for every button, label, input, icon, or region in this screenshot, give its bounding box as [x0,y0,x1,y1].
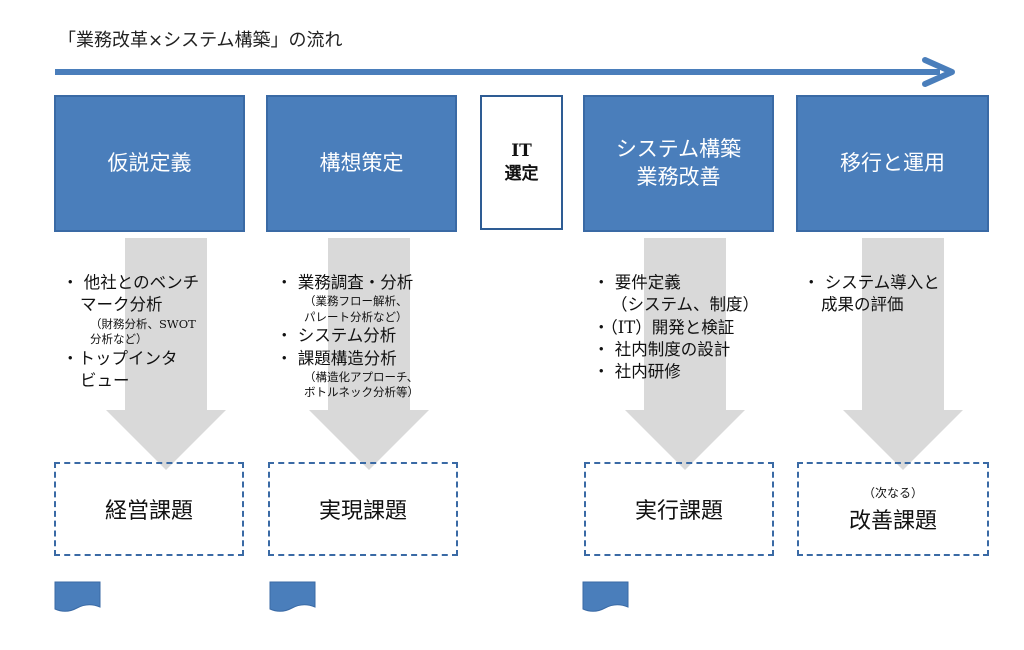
bullet-item: ・ システム分析 [276,326,397,346]
document-icon-3 [582,581,629,612]
issue-prefix: （次なる） [862,485,923,500]
issue-label: 経営課題 [104,499,193,524]
bullet-note: （構造化アプローチ、 [304,369,419,384]
issue-box-improvement: （次なる） 改善課題 [797,462,989,556]
phase-concept-planning: 構想策定 [266,95,457,232]
bullet-continuation: 成果の評価 [821,295,904,315]
bullet-note: ボトルネック分析等） [304,385,419,400]
bullet-note: 分析など） [90,332,148,347]
main-flow-arrow [55,57,955,87]
issue-label: 実行課題 [634,499,723,524]
bullet-item: ・トップインタ [62,348,178,368]
bullet-item: ・ 社内研修 [593,362,681,382]
phase-it-selection: IT 選定 [480,95,563,230]
bullet-note: （財務分析、SWOT [90,316,196,331]
phase-label: 移行と運用 [840,150,945,175]
document-icon-2 [269,581,316,612]
bullet-note: （業務フロー解析、 [304,294,408,309]
bullet-item: ・ 他社とのベンチ [62,273,200,292]
down-arrow-4 [843,238,963,470]
phase-hypothesis-definition: 仮説定義 [54,95,245,232]
issue-box-realization: 実現課題 [268,462,458,556]
bullet-item: ・ 業務調査・分析 [276,273,414,292]
bullet-note: パレート分析など） [304,309,408,324]
phase-label: 構想策定 [319,150,404,175]
phase-system-build: システム構築 業務改善 [583,95,774,232]
bullet-item: ・ 課題構造分析 [276,348,397,368]
issue-box-management: 経営課題 [54,462,244,556]
bullets-column-2: ・ 業務調査・分析 （業務フロー解析、 パレート分析など） ・ システム分析 ・… [276,272,419,401]
down-arrow-2 [309,238,429,470]
down-arrow-3 [625,238,745,470]
bullets-column-1: ・ 他社とのベンチ マーク分析 （財務分析、SWOT 分析など） ・トップインタ… [62,272,199,392]
document-icon-1 [54,581,101,612]
issue-box-execution: 実行課題 [584,462,774,556]
bullet-continuation: （システム、制度） [611,295,760,315]
phase-migration-operation: 移行と運用 [796,95,989,232]
phase-label-line-1: システム構築 [615,137,742,162]
diagram-title: 「業務改革×システム構築」の流れ [58,30,343,51]
phase-label: 仮説定義 [107,150,192,175]
phase-label-line-1: IT [511,140,532,161]
issue-label: 改善課題 [848,508,937,534]
phase-label-line-2: 選定 [504,163,539,184]
phase-label-line-2: 業務改善 [636,164,721,189]
bullets-column-4: ・ システム導入と 成果の評価 [803,272,940,317]
down-arrow-1 [106,238,226,470]
bullet-item: ・ 社内制度の設計 [593,339,731,359]
issue-label: 実現課題 [318,499,407,524]
bullet-continuation: ビュー [80,370,130,390]
bullet-continuation: マーク分析 [80,295,163,315]
bullets-column-3: ・ 要件定義 （システム、制度） ・（IT）開発と検証 ・ 社内制度の設計 ・ … [593,272,759,383]
bullet-item: ・ 要件定義 [593,273,681,292]
bullet-item: ・ システム導入と [803,273,940,292]
bullet-item: ・（IT）開発と検証 [593,317,735,337]
